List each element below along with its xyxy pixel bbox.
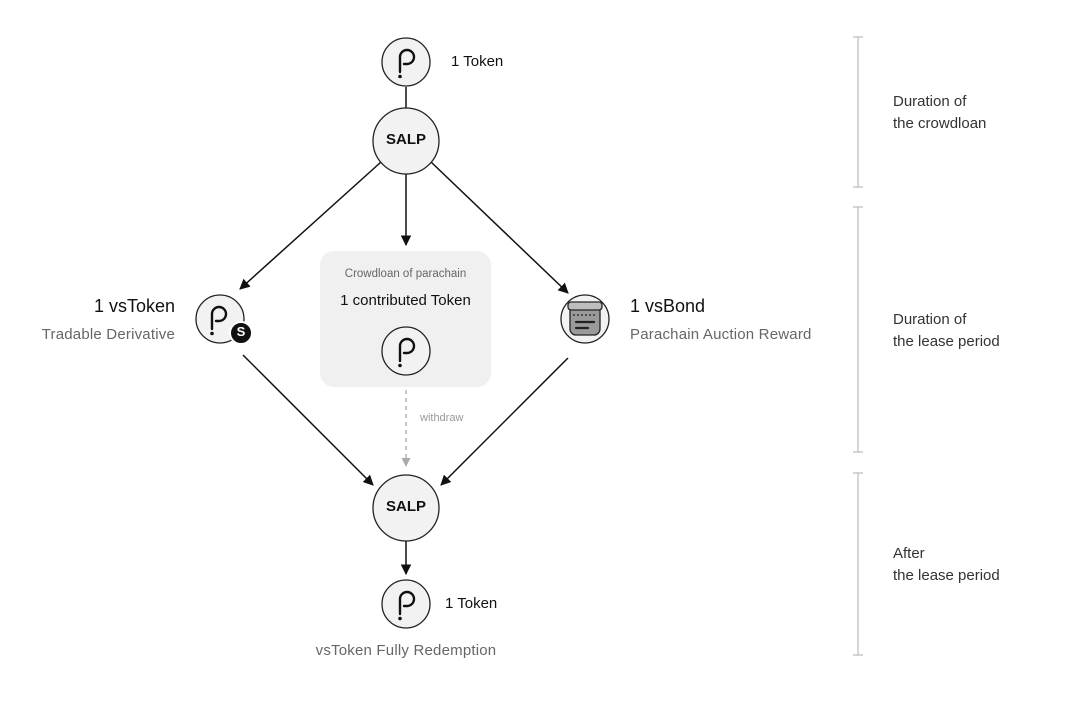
phase-label-lease: Duration of the lease period [893, 309, 1000, 353]
phase-after-line1: After [893, 545, 925, 562]
phase-label-crowdloan: Duration of the crowdloan [893, 91, 986, 135]
phase-crowdloan-line2: the crowdloan [893, 115, 987, 132]
vstoken-node [195, 294, 253, 345]
polkadot-p-icon [210, 305, 228, 336]
phase-crowdloan-line1: Duration of [893, 93, 967, 110]
salp-bottom-label: SALP [385, 498, 426, 515]
crowdloan-box-title: Crowdloan of parachain [344, 268, 467, 280]
vstoken-subtitle: Tradable Derivative [41, 326, 175, 343]
vsbond-node [560, 294, 610, 344]
redemption-label: vsToken Fully Redemption [315, 642, 497, 659]
phase-lease-line1: Duration of [893, 311, 967, 328]
crowdloan-box [320, 251, 491, 387]
bottom-token-label: 1 Token [445, 595, 498, 612]
phase-lease-line2: the lease period [893, 333, 1000, 350]
salp-top-label: SALP [385, 131, 426, 148]
top-token-node [381, 37, 431, 87]
vstoken-badge-icon [229, 321, 253, 345]
arrow-salp-to-vsbond [430, 161, 569, 294]
vsbond-jar-icon [567, 301, 603, 336]
phase-bracket-crowdloan [853, 36, 863, 188]
arrow-vstoken-to-salp [242, 354, 374, 486]
salp-bottom-node [372, 474, 440, 542]
vsbond-title: 1 vsBond [630, 296, 706, 316]
vstoken-title: 1 vsToken [93, 296, 175, 316]
polkadot-p-icon [398, 337, 416, 368]
vsbond-subtitle: Parachain Auction Reward [630, 326, 812, 343]
withdraw-label: withdraw [420, 412, 464, 424]
salp-top-node [372, 107, 440, 175]
polkadot-p-icon [398, 48, 416, 79]
phase-label-after: After the lease period [893, 543, 1000, 587]
crowdloan-box-main: 1 contributed Token [340, 292, 471, 309]
phase-bracket-lease [853, 206, 863, 453]
polkadot-p-icon [398, 590, 416, 621]
phase-after-line2: the lease period [893, 567, 1000, 584]
vstoken-badge-letter: S [236, 324, 246, 339]
arrow-salp-to-vstoken [239, 161, 382, 290]
contributed-token-node [381, 326, 431, 376]
phase-bracket-after [853, 472, 863, 656]
bottom-token-node [381, 579, 431, 629]
top-token-label: 1 Token [451, 53, 504, 70]
arrow-vsbond-to-salp [440, 357, 569, 486]
